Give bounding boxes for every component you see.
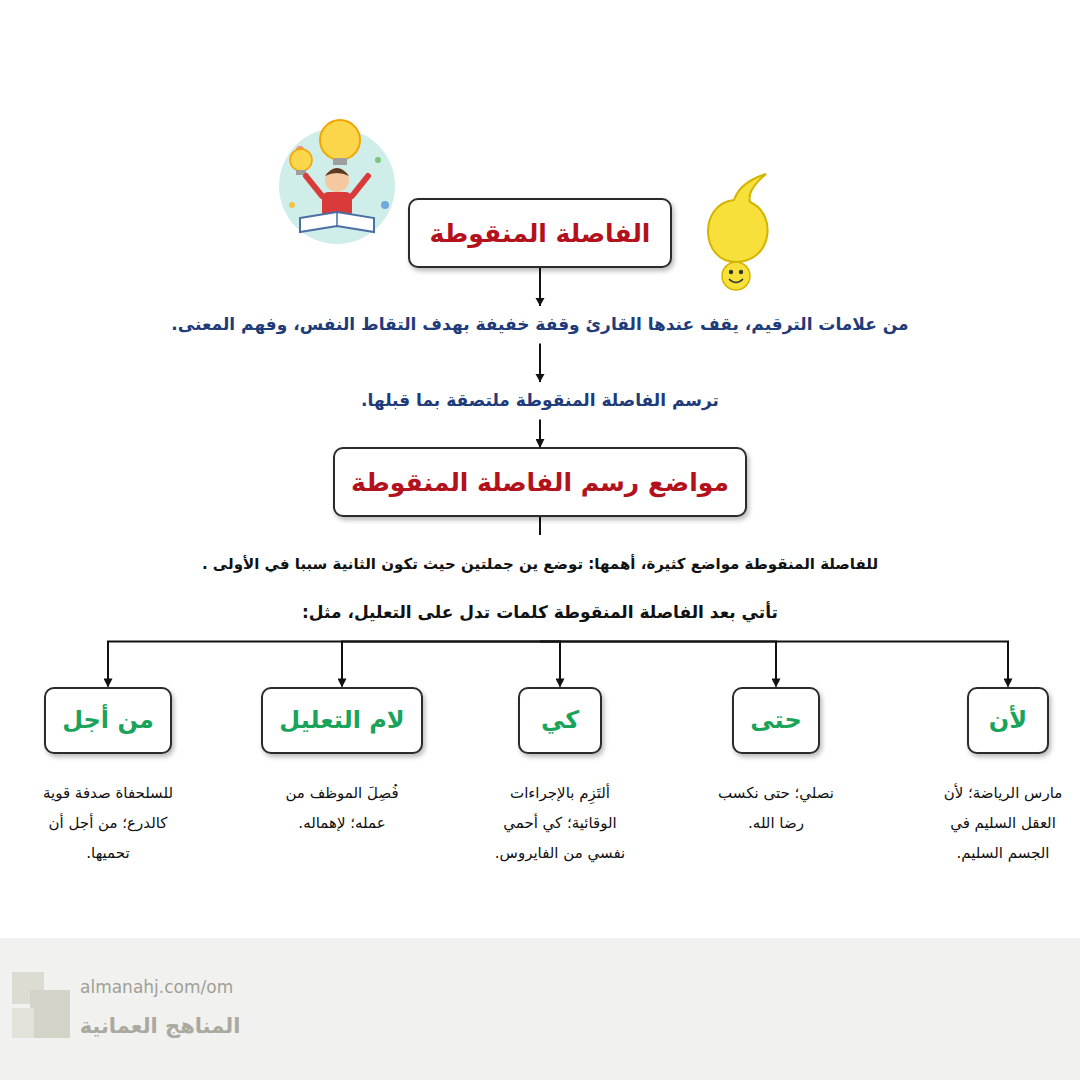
connector-arrow [108,517,540,687]
connector-arrow [540,517,1008,687]
keyword-box: لام التعليل [261,687,423,754]
watermark-text: المناهج العمانية [55,1012,265,1041]
keyword-box: كي [518,687,602,754]
keyword-box: من أجل [44,687,172,754]
keyword-box: لأن [967,687,1049,754]
watermark-url: almanahj.com/om [80,976,280,1000]
definition-text: من علامات الترقيم، يقف عندها القارئ وقفة… [60,312,1020,338]
box-label: كي [541,706,579,734]
arrowhead [536,298,545,306]
connector-arrow [540,517,560,687]
box-label: من أجل [62,706,154,734]
example-text: مارس الرياضة؛ لأن العقل السليم في الجسم … [936,778,1070,868]
heading-box: مواضع رسم الفاصلة المنقوطة [333,447,747,517]
example-text: ألتَزِم بالإجراءات الوقائية؛ كي أحمي نفس… [485,778,635,868]
connector-arrow [540,517,776,687]
box-label: لأن [989,706,1027,734]
connector-arrow [342,517,540,687]
box-label: حتى [750,706,801,734]
intro-text: تأتي بعد الفاصلة المنقوطة كلمات تدل على … [90,600,990,626]
connector-arrow [539,268,541,447]
box-label: لام التعليل [279,706,404,734]
box-label: مواضع رسم الفاصلة المنقوطة [351,468,729,497]
rule-text: ترسم الفاصلة المنقوطة ملتصقة بما قبلها. [90,388,990,414]
footer-band [0,938,1080,1080]
title-box: الفاصلة المنقوطة [408,198,672,268]
box-label: الفاصلة المنقوطة [430,219,651,248]
example-text: فُصِلَ الموظف من عمله؛ لإهماله. [267,778,417,838]
keyword-box: حتى [732,687,820,754]
usage-text: للفاصلة المنقوطة مواضع كثيرة، أهمها: توض… [40,553,1040,576]
arrowhead [536,374,545,382]
student-illustration [279,120,395,244]
watermark-logo [12,972,70,1038]
example-text: للسلحفاة صدفة قوية كالدرع؛ من أجل أن تحم… [33,778,183,868]
comma-mascot [708,174,768,290]
example-text: نصلي؛ حتى نكسب رضا الله. [706,778,846,838]
